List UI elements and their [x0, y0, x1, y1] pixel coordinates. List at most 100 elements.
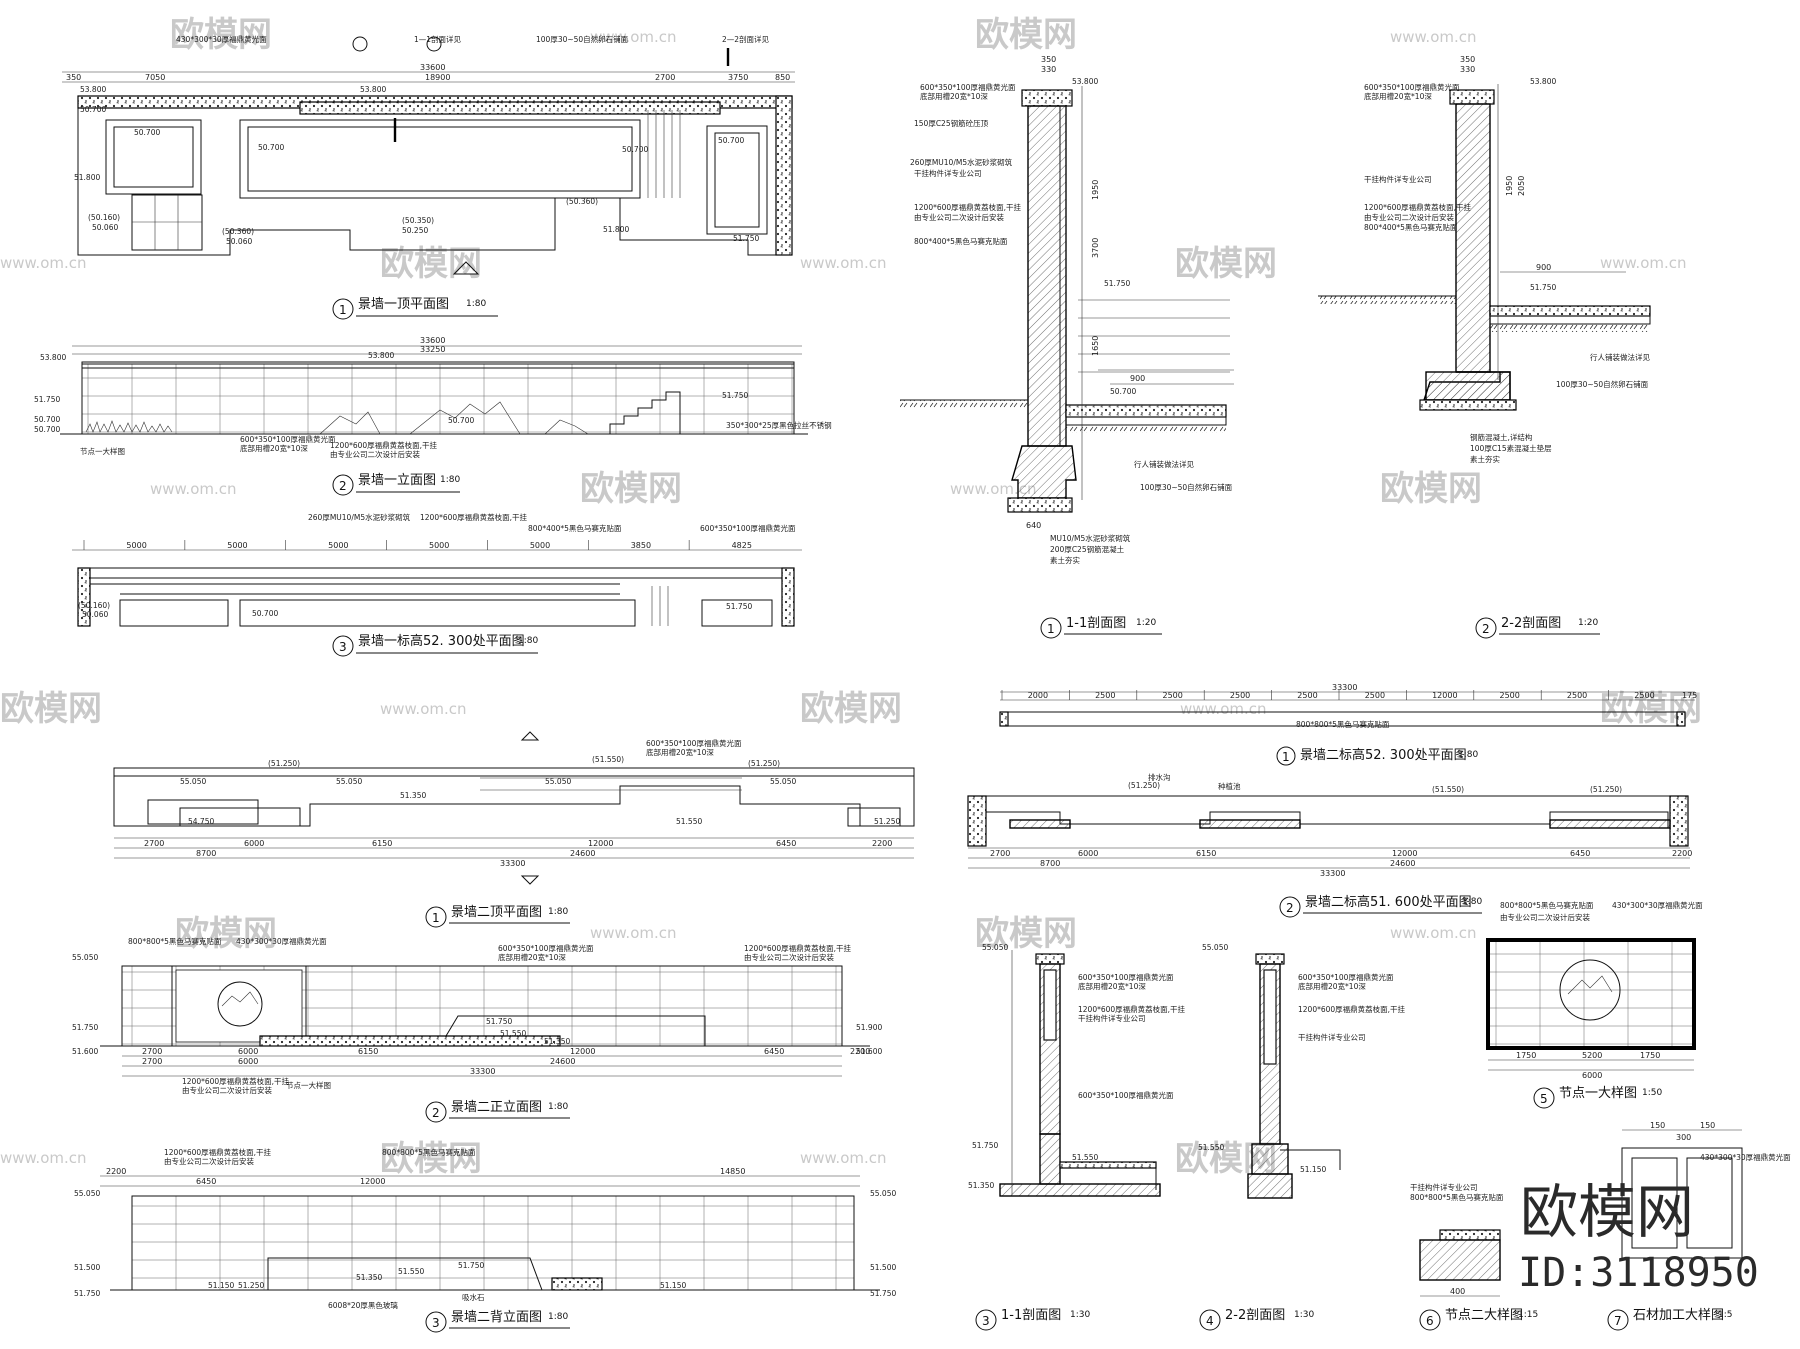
callout-note: 600*350*100厚福鼎黄光面 — [646, 738, 742, 748]
elevation-label: 50.700 — [34, 425, 60, 434]
callout-note: 1200*600厚福鼎黄荔枝面,干挂 — [744, 943, 852, 953]
elevation-label: 50.060 — [82, 610, 108, 619]
callout-note: 430*300*30厚福鼎黄光面 — [176, 34, 267, 44]
callout-note: 节点一大样图 — [286, 1080, 331, 1090]
callout-note: 1—1剖面详见 — [414, 34, 462, 44]
dim: 6150 — [1196, 849, 1216, 858]
callout-note: 150厚C25钢筋砼压顶 — [914, 118, 989, 128]
dim: 2700 — [142, 1057, 162, 1066]
view-number: 5 — [1540, 1092, 1548, 1106]
watermark-brand: 欧模网 — [975, 15, 1077, 55]
dim: 1750 — [1516, 1051, 1536, 1060]
view-title: 景墙二标高51. 600处平面图 — [1305, 894, 1472, 910]
callout-note: 行人铺装做法详见 — [1134, 459, 1194, 469]
callout-note: 800*800*5黑色马赛克贴面 — [382, 1147, 476, 1157]
dim: 8700 — [196, 849, 216, 858]
wall2-section-2-2: 55.050 51.550 51.150 600*350*100厚福鼎黄光面 底… — [1198, 943, 1406, 1331]
dim: 2500 — [1365, 691, 1385, 700]
dim-total: 33300 — [500, 859, 525, 868]
callout-note: 1200*600厚福鼎黄荔枝面,干挂 — [164, 1147, 272, 1157]
view-number: 4 — [1206, 1314, 1214, 1328]
dim: 5000 — [227, 541, 247, 550]
elevation-label: (51.250) — [748, 759, 780, 768]
elevation-label: 51.350 — [968, 1181, 994, 1190]
callout-note: 800*800*5黑色马赛克贴面 — [1296, 719, 1390, 729]
watermark-url: www.om.cn — [0, 1149, 87, 1167]
elevation-label: (51.550) — [1432, 785, 1464, 794]
dim: 1750 — [1640, 1051, 1660, 1060]
callout-note: 100厚C15素混凝土垫层 — [1470, 443, 1552, 453]
elevation-label: (51.250) — [1128, 781, 1160, 790]
watermark-brand: 欧模网 — [975, 914, 1077, 954]
watermarks: 欧模网 欧模网 www.om.cn www.om.cn 欧模网 欧模网 www.… — [0, 15, 1702, 1179]
view-scale: 1:5 — [1718, 1310, 1732, 1320]
elevation-label: 51.750 — [34, 395, 60, 404]
view-title: 景墙一立面图 — [358, 473, 436, 488]
elevation-label: 55.050 — [545, 777, 571, 786]
view-title: 景墙二顶平面图 — [451, 905, 542, 920]
elevation-label: 50.700 — [34, 415, 60, 424]
view-scale: 1:80 — [1458, 750, 1478, 760]
callout-note: 600*350*100厚福鼎黄光面 — [1298, 972, 1394, 982]
dim-total: 33300 — [1320, 869, 1345, 878]
view-number: 6 — [1426, 1314, 1434, 1328]
dim: 2200 — [872, 839, 892, 848]
elevation-label: 51.900 — [856, 1023, 882, 1032]
dim: 2700 — [144, 839, 164, 848]
dim: 6450 — [764, 1047, 784, 1056]
watermark-brand: 欧模网 — [580, 469, 682, 509]
watermark-url: www.om.cn — [150, 480, 237, 498]
callout-note: 底部用槽20宽*10深 — [646, 747, 714, 757]
watermark-url: www.om.cn — [0, 254, 87, 272]
dim: 6000 — [1078, 849, 1098, 858]
watermark-brand: 欧模网 — [380, 1139, 482, 1179]
dim: 2500 — [1163, 691, 1183, 700]
callout-note: 行人铺装做法详见 — [1590, 352, 1650, 362]
view-number: 2 — [1286, 901, 1294, 915]
wall2-top-plan: (51.250) (51.550) (51.250) 55.050 55.050… — [113, 731, 915, 928]
watermark-url: www.om.cn — [800, 254, 887, 272]
elevation-label: 55.050 — [74, 1189, 100, 1198]
dim: 2200 — [1672, 849, 1692, 858]
callout-note: 600*350*100厚福鼎黄光面 — [240, 434, 336, 444]
dim: 6000 — [1582, 1071, 1602, 1080]
watermark-brand: 欧模网 — [175, 914, 277, 954]
callout-note: 800*800*5黑色马赛克贴面 — [1500, 900, 1594, 910]
elevation-label: 51.550 — [676, 817, 702, 826]
view-scale: 1:50 — [1642, 1088, 1662, 1098]
view-title: 景墙二背立面图 — [451, 1310, 542, 1325]
dim: 1950 — [1505, 176, 1514, 196]
dim: 4825 — [732, 541, 752, 550]
view-scale: 1:30 — [1294, 1310, 1314, 1320]
view-title: 节点一大样图 — [1559, 1086, 1637, 1101]
elevation-label: 55.050 — [336, 777, 362, 786]
elevation-label: 51.750 — [486, 1017, 512, 1026]
coping-band — [775, 95, 793, 256]
elevation-label: 51.750 — [726, 602, 752, 611]
view-title: 2-2剖面图 — [1225, 1308, 1285, 1323]
view-number: 3 — [982, 1314, 990, 1328]
elevation-label: 55.050 — [982, 943, 1008, 952]
elevation-label: 50.060 — [92, 223, 118, 232]
callout-note: 430*300*30厚福鼎黄光面 — [236, 936, 327, 946]
watermark-brand: 欧模网 — [1175, 244, 1277, 284]
callout-note: 素土夯实 — [1050, 555, 1080, 565]
view-title: 1-1剖面图 — [1066, 616, 1126, 631]
node1-detail: 1750 1750 5200 6000 800*800*5黑色马赛克贴面 430… — [1486, 900, 1703, 1109]
view-scale: 1:80 — [1462, 897, 1482, 907]
dim: 6000 — [238, 1047, 258, 1056]
elevation-label: (50.160) — [78, 601, 110, 610]
wall1-section-2-2: 350 330 1950 2050 900 53.800 51.750 600*… — [1318, 55, 1651, 639]
dim: 3700 — [1091, 238, 1100, 258]
callout-note: 600*350*100厚福鼎黄光面 — [1078, 972, 1174, 982]
dim: 330 — [1041, 65, 1056, 74]
watermark-url: www.om.cn — [800, 1149, 887, 1167]
view-number: 1 — [339, 303, 347, 317]
elevation-label: 50.700 — [1110, 387, 1136, 396]
view-number: 1 — [1282, 750, 1290, 764]
callout-note: 800*800*5黑色马赛克贴面 — [128, 936, 222, 946]
callout-note: 600*350*100厚福鼎黄光面 — [498, 943, 594, 953]
elevation-label: 51.550 — [1198, 1143, 1224, 1152]
dim: 2700 — [990, 849, 1010, 858]
view-title: 节点二大样图 — [1445, 1308, 1523, 1323]
